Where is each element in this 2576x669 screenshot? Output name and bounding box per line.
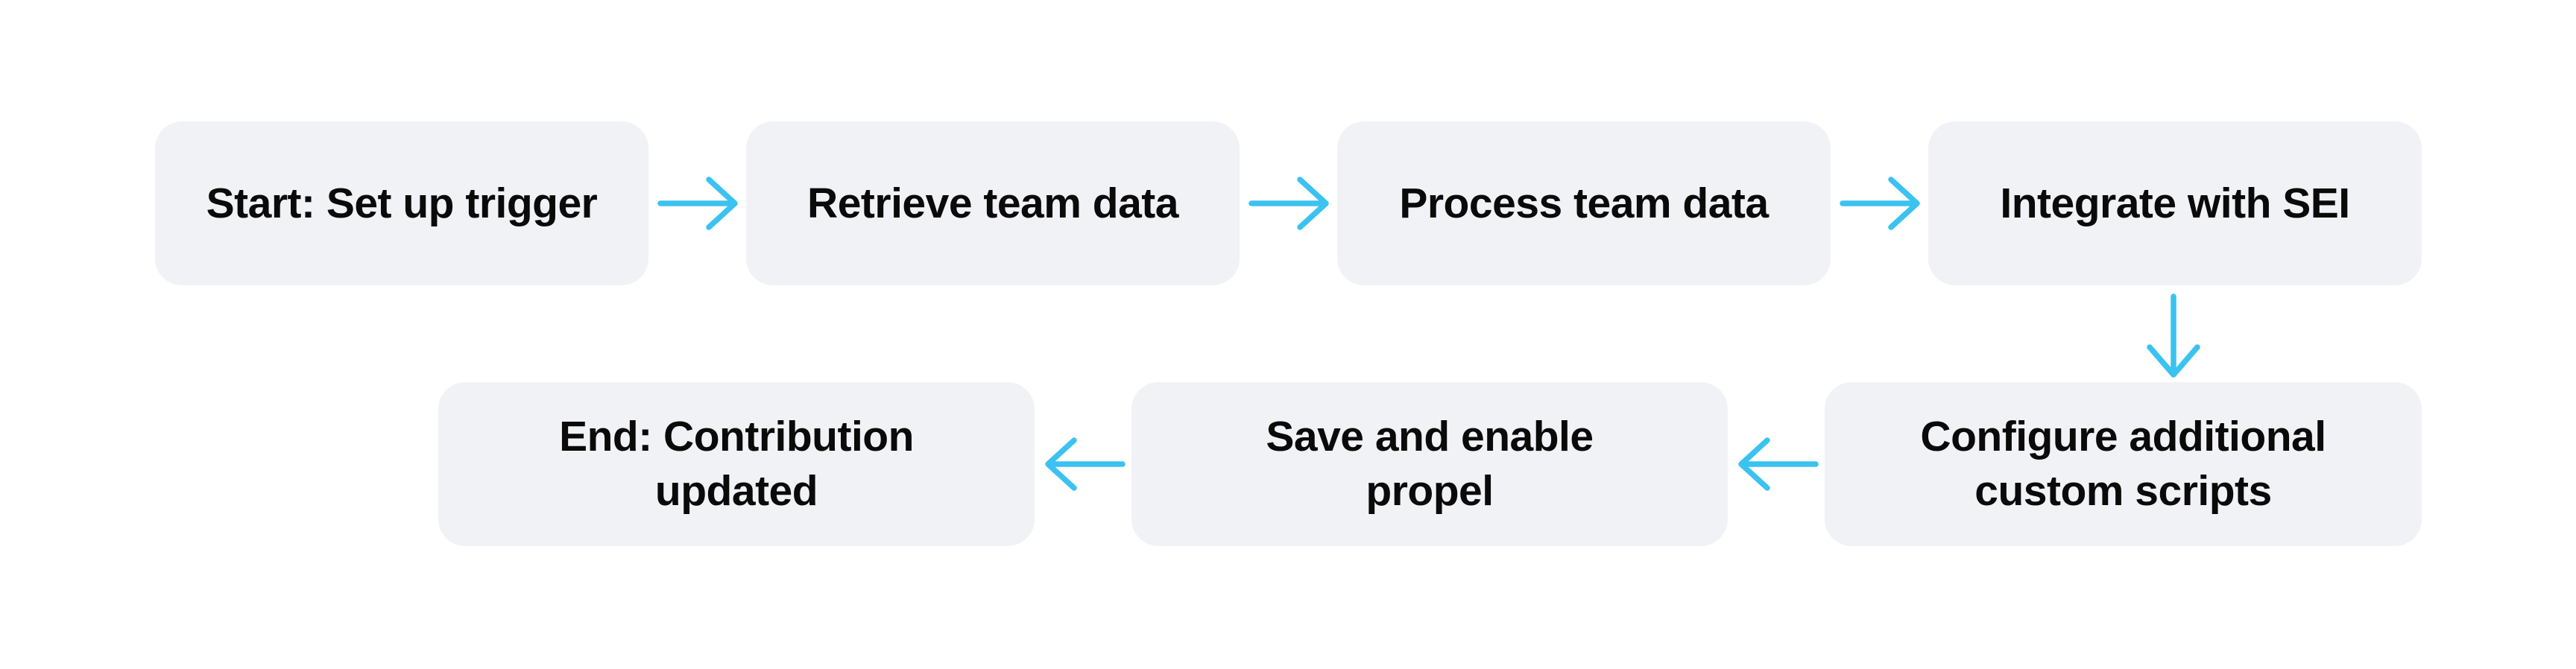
edge-configure-save-arrow-left-icon xyxy=(1738,437,1819,491)
node-save: Save and enable propel xyxy=(1131,382,1728,546)
node-retrieve: Retrieve team data xyxy=(746,121,1240,285)
edge-process-integrate-arrow-right-icon xyxy=(1840,177,1920,230)
edge-integrate-configure-arrow-down-icon xyxy=(2147,294,2200,378)
node-process-label: Process team data xyxy=(1399,179,1769,227)
node-configure-label: Configure additional custom scripts xyxy=(1920,413,2326,515)
node-integrate-label: Integrate with SEI xyxy=(2000,179,2350,227)
edge-save-end-arrow-left-icon xyxy=(1045,437,1126,491)
edge-retrieve-process-arrow-right-icon xyxy=(1248,177,1329,230)
node-start-label: Start: Set up trigger xyxy=(206,179,598,227)
node-retrieve-label: Retrieve team data xyxy=(807,179,1178,227)
node-integrate: Integrate with SEI xyxy=(1928,121,2422,285)
node-configure: Configure additional custom scripts xyxy=(1825,382,2422,546)
node-start: Start: Set up trigger xyxy=(155,121,648,285)
node-save-label: Save and enable propel xyxy=(1266,413,1594,515)
node-process: Process team data xyxy=(1337,121,1831,285)
node-end-label: End: Contribution updated xyxy=(559,413,914,515)
node-end: End: Contribution updated xyxy=(438,382,1035,546)
edge-start-retrieve-arrow-right-icon xyxy=(657,177,738,230)
